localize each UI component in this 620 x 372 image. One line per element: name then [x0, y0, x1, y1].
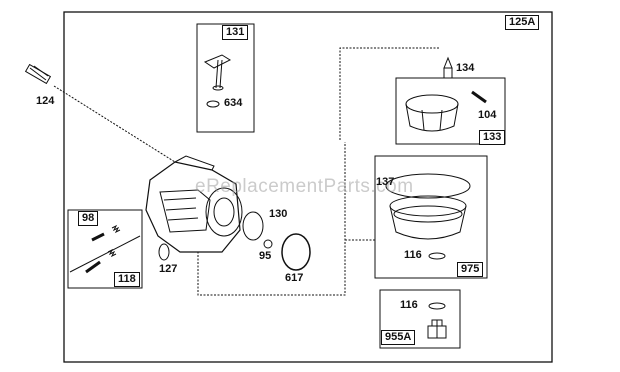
- float-133-icon: [405, 94, 459, 132]
- pin-104-icon: [471, 90, 487, 104]
- part-label-975: 975: [457, 262, 484, 277]
- screw-95-icon: [263, 239, 273, 249]
- ref-line-bottom: [197, 142, 346, 296]
- part-label-116: 116: [404, 249, 422, 261]
- gasket-130-icon: [242, 211, 264, 241]
- ref-line-top: [339, 47, 440, 140]
- seal-127-icon: [158, 243, 170, 261]
- part-label-134: 134: [456, 62, 475, 74]
- box-955a: [379, 289, 461, 349]
- box-131: [196, 23, 255, 133]
- part-label-116b: 116: [400, 299, 418, 311]
- idle-screw-98-icon: [91, 224, 121, 242]
- part-label-104: 104: [478, 109, 497, 121]
- part-label-634: 634: [224, 97, 243, 109]
- bowl-137-icon: [385, 173, 471, 240]
- part-label-124: 124: [36, 95, 55, 107]
- washer-116b-icon: [428, 302, 446, 310]
- part-label-98: 98: [78, 211, 99, 226]
- part-label-127: 127: [159, 263, 178, 275]
- part-label-133: 133: [479, 130, 506, 145]
- seal-634-icon: [206, 100, 220, 108]
- group-label: 125A: [505, 15, 540, 30]
- part-label-118: 118: [114, 272, 140, 287]
- choke-valve-131-icon: [203, 54, 232, 91]
- outer-frame: [63, 11, 553, 363]
- nut-955a-icon: [427, 319, 447, 339]
- part-label-131: 131: [222, 25, 249, 40]
- part-label-95: 95: [259, 250, 272, 262]
- leader-124: [53, 85, 176, 163]
- part-label-955a: 955A: [381, 330, 416, 345]
- part-label-130: 130: [269, 208, 288, 220]
- o-ring-617-icon: [281, 233, 311, 271]
- box-975: [374, 155, 488, 279]
- carburetor-body-icon: [145, 155, 243, 253]
- box-98-118: [67, 209, 143, 289]
- part-label-617: 617: [285, 272, 304, 284]
- needle-134-icon: [443, 56, 453, 79]
- part-label-137: 137: [376, 176, 395, 188]
- screw-124-icon: [24, 63, 52, 85]
- watermark: eReplacementParts.com: [195, 176, 414, 197]
- washer-116-icon: [428, 252, 446, 260]
